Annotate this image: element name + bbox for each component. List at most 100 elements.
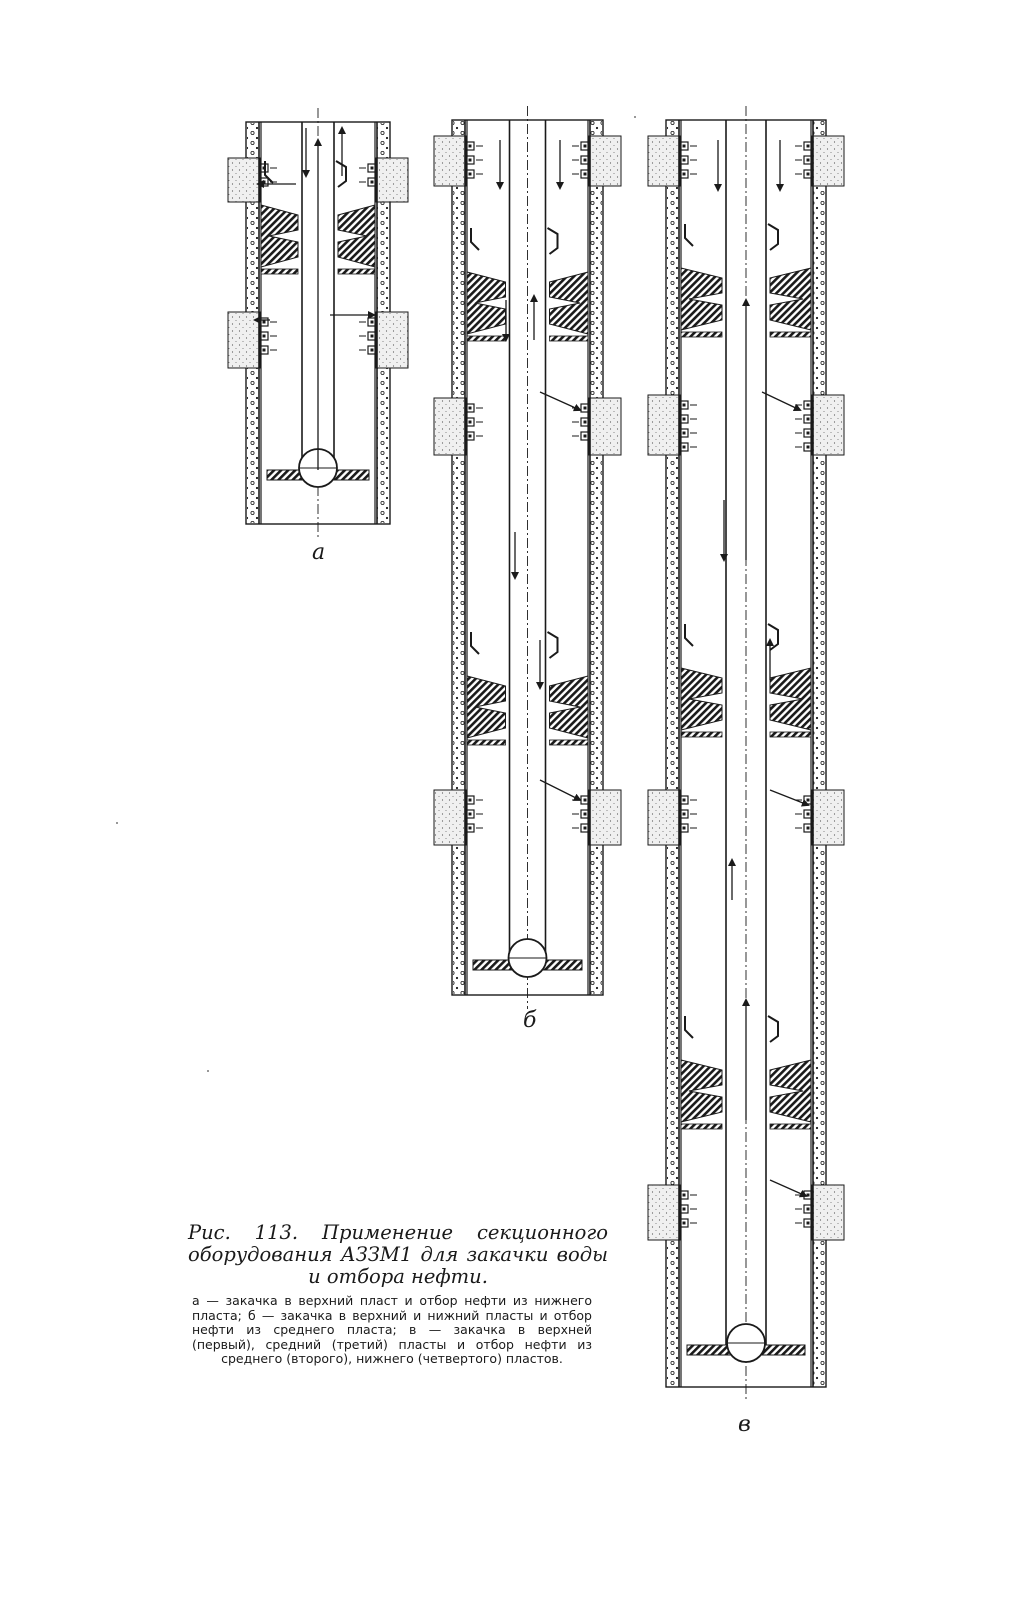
perforation-dot	[262, 348, 266, 352]
perforation-dot	[370, 334, 374, 338]
cup-seal	[767, 223, 779, 251]
perforation-dot	[806, 1193, 810, 1197]
perforation-dot	[806, 403, 810, 407]
flow-arrow	[539, 391, 582, 412]
perforation-dot	[262, 180, 266, 184]
perforation-dot	[468, 812, 472, 816]
perforation-dot	[262, 334, 266, 338]
cup-seal	[767, 1015, 779, 1043]
formation-zone-left	[647, 394, 681, 456]
well-columns	[227, 106, 845, 1401]
cup-seal	[684, 624, 694, 647]
perforation-dot	[682, 812, 686, 816]
cup-seal	[546, 631, 559, 659]
cup-seal	[684, 224, 694, 247]
perforation-dot	[682, 1193, 686, 1197]
packer-element-right	[549, 271, 589, 335]
formation-zone-left	[647, 1184, 681, 1241]
perforation-dot	[806, 172, 810, 176]
packer-element-left	[466, 675, 506, 739]
packer-element-right	[769, 667, 812, 731]
paper-speck	[116, 822, 118, 824]
figure-label-b: б	[523, 1008, 537, 1033]
perforation-dot	[806, 826, 810, 830]
perforation-dot	[806, 798, 810, 802]
perforation-dot	[806, 158, 810, 162]
perforation-dot	[682, 417, 686, 421]
perforation-dot	[583, 434, 587, 438]
paper-speck	[634, 116, 636, 118]
cup-seal	[335, 160, 347, 188]
perforation-dot	[806, 417, 810, 421]
packer-plate	[549, 739, 589, 746]
formation-zone-right	[811, 789, 845, 846]
formation-zone-left	[647, 789, 681, 846]
packer-plate	[680, 731, 723, 738]
perforation-dot	[806, 1221, 810, 1225]
perforation-dot	[468, 144, 472, 148]
perforation-dot	[370, 166, 374, 170]
figure-label-a: а	[312, 540, 326, 565]
formation-zone-right	[588, 135, 622, 187]
perforation-dot	[583, 812, 587, 816]
column-a	[227, 108, 409, 538]
packer-element-left	[466, 271, 506, 335]
perforation-dot	[583, 144, 587, 148]
packer-element-right	[337, 204, 376, 268]
perforation-dot	[262, 320, 266, 324]
formation-zone-right	[811, 1184, 845, 1241]
formation-zone-left	[647, 135, 681, 187]
caption-description: а — закачка в верхний пласт и отбор нефт…	[192, 1293, 592, 1367]
packer-element-left	[680, 267, 723, 331]
formation-zone-right	[375, 311, 409, 369]
packer-element-right	[549, 675, 589, 739]
column-c	[647, 106, 845, 1401]
packer-plate	[466, 739, 506, 746]
perforation-dot	[583, 406, 587, 410]
cement-sheath-left	[453, 121, 465, 994]
packer-element-right	[769, 1059, 812, 1123]
packer-plate	[549, 335, 589, 342]
packer-element-right	[769, 267, 812, 331]
perforation-dot	[370, 320, 374, 324]
paper-speck	[207, 1070, 209, 1072]
packer-element-left	[680, 667, 723, 731]
perforation-dot	[682, 1221, 686, 1225]
perforation-dot	[806, 812, 810, 816]
perforation-dot	[583, 158, 587, 162]
packer-plate	[680, 331, 723, 338]
flow-arrow	[539, 779, 582, 801]
perforation-dot	[583, 798, 587, 802]
packer-plate	[260, 268, 299, 275]
perforation-dot	[682, 826, 686, 830]
perforation-dot	[806, 431, 810, 435]
flow-arrow	[769, 789, 810, 807]
perforation-dot	[370, 348, 374, 352]
formation-zone-left	[227, 157, 261, 203]
perforation-dot	[682, 431, 686, 435]
formation-zone-right	[588, 789, 622, 846]
formation-zone-left	[433, 135, 467, 187]
formation-zone-left	[433, 789, 467, 846]
perforation-dot	[682, 1207, 686, 1211]
cement-sheath-right	[590, 121, 602, 994]
perforation-dot	[468, 798, 472, 802]
packer-plate	[466, 335, 506, 342]
perforation-dot	[468, 158, 472, 162]
cup-seal	[684, 1016, 694, 1039]
cup-seal	[767, 623, 779, 651]
perforation-dot	[468, 826, 472, 830]
perforation-dot	[682, 798, 686, 802]
flow-arrow	[761, 391, 802, 412]
packer-element-left	[260, 204, 299, 268]
formation-zone-left	[433, 397, 467, 456]
packer-plate	[769, 1123, 812, 1130]
packer-plate	[769, 331, 812, 338]
formation-zone-right	[588, 397, 622, 456]
packer-plate	[769, 731, 812, 738]
perforation-dot	[682, 158, 686, 162]
cup-seal	[264, 161, 274, 184]
perforation-dot	[682, 445, 686, 449]
packer-element-left	[680, 1059, 723, 1123]
